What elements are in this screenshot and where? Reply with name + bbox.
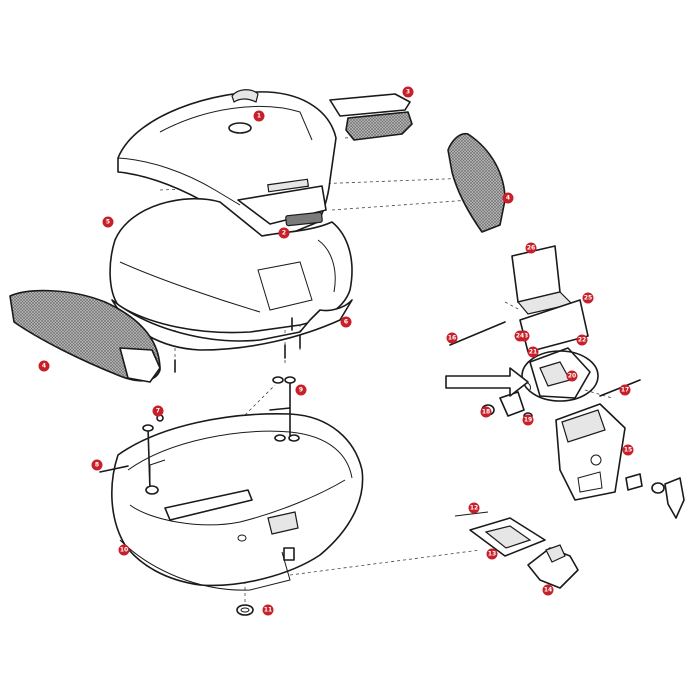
callout-number: 11 [264,607,272,614]
callout-c18: 18 [480,406,492,418]
callout-number: 4 [42,363,46,370]
callout-number: 10 [120,547,128,554]
callout-dot [582,292,594,304]
callout-c21: 21 [527,346,539,358]
callout-c24: 24 [514,330,526,342]
callout-c17: 17 [619,384,631,396]
callout-c8: 8 [91,459,103,471]
callout-c26: 26 [525,242,537,254]
shell-screws [174,317,301,373]
callout-c25: 25 [582,292,594,304]
callout-number: 16 [448,335,456,342]
callout-number: 20 [568,373,576,380]
callout-number: 3 [406,89,410,96]
callout-dot [446,332,458,344]
left-reflector-part [9,289,161,383]
callout-number: 26 [527,245,535,252]
lock-assembly [449,245,685,519]
callout-c20: 20 [566,370,578,382]
callout-dot [480,406,492,418]
callout-dot [486,548,498,560]
callout-dot [527,346,539,358]
callout-c1: 1 [253,110,265,122]
drain-plug-part [236,604,254,616]
callout-c9: 9 [295,384,307,396]
callout-number: 14 [544,587,552,594]
callout-dot [468,502,480,514]
callout-number: 6 [344,319,348,326]
callout-dot [622,444,634,456]
callout-dot [262,604,274,616]
logo-plate-part [329,93,413,141]
callout-dot [38,360,50,372]
lid-part [117,89,337,247]
callout-number: 7 [156,408,160,415]
highlight-marker [445,350,599,402]
callout-dot [576,334,588,346]
callout-number: 18 [482,409,490,416]
callout-c14: 14 [542,584,554,596]
callouts: 1234456789101112131415161718192021222324… [38,86,634,616]
callout-c10: 10 [118,544,130,556]
callout-number: 5 [106,219,110,226]
callout-c5: 5 [102,216,114,228]
callout-number: 21 [529,349,537,356]
callout-c22: 22 [576,334,588,346]
callout-number: 4 [506,195,510,202]
callout-number: 2 [282,230,286,237]
callout-number: 13 [488,551,496,558]
callout-c13: 13 [486,548,498,560]
callout-c4a: 4 [38,360,50,372]
callout-dot [402,86,414,98]
callout-c11: 11 [262,604,274,616]
base-part [111,413,364,591]
callout-dot [340,316,352,328]
mount-plate-part [454,511,546,557]
callout-number: 9 [299,387,303,394]
callout-dot [102,216,114,228]
callout-dot [619,384,631,396]
callout-dot [525,242,537,254]
callout-dot [278,227,290,239]
callout-c3: 3 [402,86,414,98]
callout-c2: 2 [278,227,290,239]
callout-dot [152,405,164,417]
callout-dot [522,414,534,426]
callout-number: 15 [624,447,632,454]
callout-number: 1 [257,113,261,120]
callout-number: 19 [524,417,532,424]
callout-c19: 19 [522,414,534,426]
callout-dot [253,110,265,122]
callout-number: 12 [470,505,478,512]
callout-number: 24 [516,333,524,340]
callout-dot [542,584,554,596]
callout-number: 8 [95,462,99,469]
callout-number: 17 [621,387,629,394]
callout-c12: 12 [468,502,480,514]
latch-block-part [527,544,579,589]
callout-dot [566,370,578,382]
right-reflector-part [447,132,506,233]
callout-dot [295,384,307,396]
callout-dot [514,330,526,342]
callout-c4b: 4 [502,192,514,204]
callout-c15: 15 [622,444,634,456]
upper-shell-part [109,197,353,351]
callout-c7: 7 [152,405,164,417]
callout-c6: 6 [340,316,352,328]
callout-dot [502,192,514,204]
callout-c16: 16 [446,332,458,344]
callout-dot [91,459,103,471]
callout-number: 25 [584,295,592,302]
callout-dot [118,544,130,556]
callout-number: 22 [578,337,586,344]
